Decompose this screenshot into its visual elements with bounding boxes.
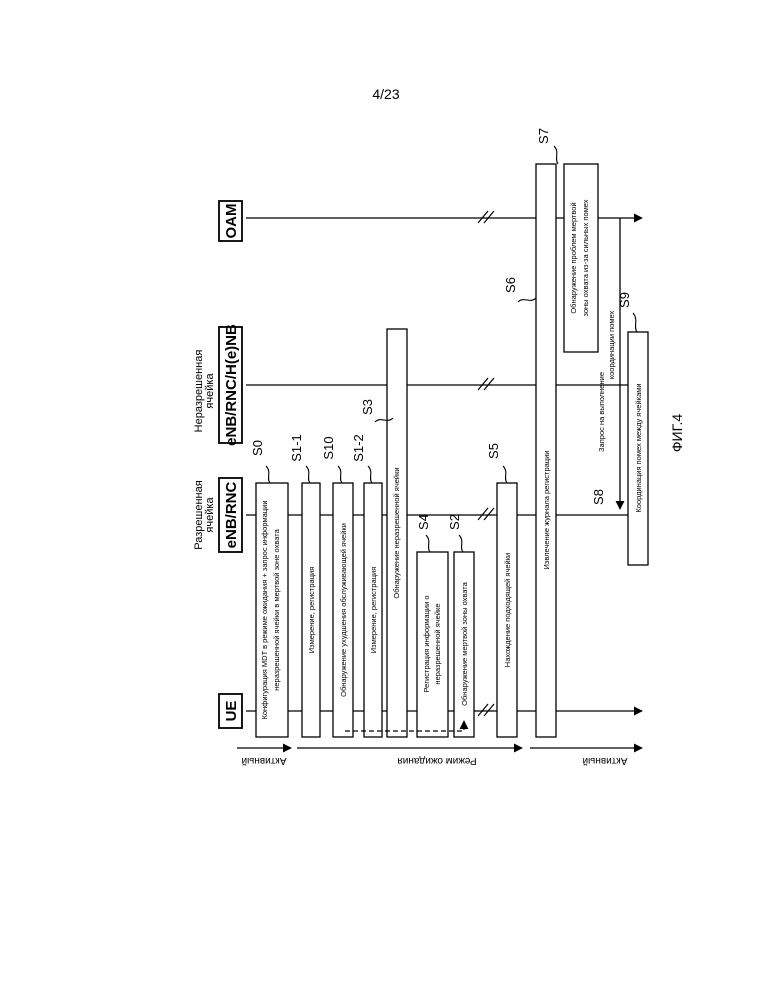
oam-label: OAM (223, 204, 240, 239)
s4-leader (426, 535, 430, 552)
s2-leader (459, 535, 463, 552)
forbidden-break-mark (478, 378, 494, 390)
s7-label: S7 (536, 128, 551, 144)
s4-text-line-2: неразрешенной ячейке (433, 603, 442, 684)
s7-text-line-1: Обнаружение проблем мертвой (569, 202, 578, 313)
s5-leader (503, 466, 507, 483)
s9-text: Координация помех между ячейками (634, 383, 643, 512)
s1-2-label: S1-2 (351, 434, 366, 461)
allowed-break-mark (478, 508, 494, 520)
s2-text: Обнаружение мертвой зоны охвата (460, 581, 469, 705)
s2-label: S2 (447, 514, 462, 530)
idle-mode-label: Режим ожидания (397, 755, 476, 766)
ue-break-mark (478, 704, 494, 716)
s8-text-line-2: координации помех (607, 311, 616, 380)
s6-box (536, 164, 556, 737)
s10-text: Обнаружение ухудшения обслуживающей ячей… (339, 523, 348, 697)
s9-label: S9 (617, 292, 632, 308)
s4-text-line-1: Регистрация информации о (422, 595, 431, 692)
s9-leader (633, 313, 637, 332)
s1-2-text: Измерение, регистрация (369, 567, 378, 654)
s8-label: S8 (591, 489, 606, 505)
figure-label: ФИГ.4 (669, 414, 685, 452)
s5-label: S5 (486, 443, 501, 459)
s0-text-line-1: Конфигурация MDT в режиме ожидания + зап… (260, 500, 269, 719)
s0-label: S0 (250, 440, 265, 456)
s10-label: S10 (321, 436, 336, 459)
s3-label: S3 (360, 399, 375, 415)
s1-2-leader (368, 466, 372, 483)
oam-break-mark (478, 211, 494, 223)
allowed-node-label: eNB/RNC (223, 482, 240, 549)
ue-label: UE (223, 701, 240, 722)
s0-text-line-2: неразрешенной ячейки в мертвой зоне охва… (272, 528, 281, 690)
allowed-caption-line-2: ячейка (204, 497, 216, 533)
forbidden-caption-line-2: ячейка (204, 373, 216, 409)
forbidden-node-label: eNB/RNC/H(e)NB (223, 324, 240, 446)
s5-text: Нахождение подходящей ячейки (503, 553, 512, 667)
s1-1-text: Измерение, регистрация (307, 567, 316, 654)
s1-1-label: S1-1 (289, 434, 304, 461)
s6-leader (518, 298, 536, 302)
s8-text-line-1: Запрос на выполнение (597, 372, 606, 452)
s1-1-leader (306, 466, 310, 483)
s7-text-line-2: зоны охвата из-за сильных помех (581, 199, 590, 316)
s6-text: Извлечение журнала регистрации (542, 451, 551, 570)
s0-leader (266, 466, 270, 483)
active-1-label: Активный (242, 755, 287, 766)
s7-leader (554, 146, 558, 164)
s10-leader (338, 466, 342, 483)
s4-label: S4 (416, 514, 431, 530)
s3-text: Обнаружение неразрешенной ячейки (392, 467, 401, 598)
s6-label: S6 (503, 277, 518, 293)
active-2-label: Активный (583, 755, 628, 766)
